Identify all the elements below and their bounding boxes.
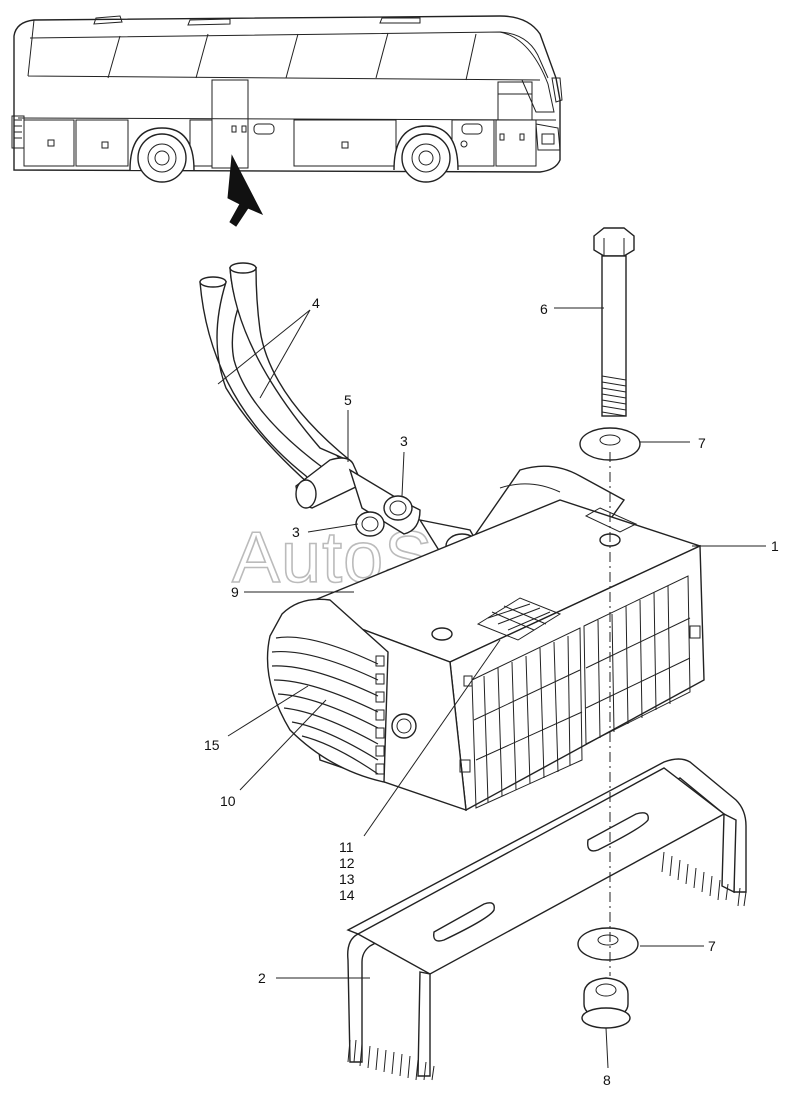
arrow-icon [227,154,264,227]
bus-illustration [11,15,563,183]
callout-12: 12 [339,855,355,871]
callout-7-upper: 7 [698,435,706,451]
mounting-bracket [346,758,747,1081]
callout-11: 11 [339,839,354,855]
callout-15: 15 [204,737,220,753]
callout-labels: 4 5 3 3 6 7 7 8 1 9 15 10 11 12 13 14 2 [204,295,779,1088]
callout-13: 13 [339,871,355,887]
bolt [593,227,635,417]
nut [581,977,631,1029]
callout-14: 14 [339,887,355,903]
callout-1: 1 [771,538,779,554]
washer-lower [577,927,639,961]
callout-4: 4 [312,295,320,311]
heater-unit [266,465,705,812]
leader-lines [217,307,766,1069]
callout-3-upper: 3 [400,433,408,449]
callout-8: 8 [603,1072,611,1088]
callout-9: 9 [231,584,239,600]
callout-3-lower: 3 [292,524,300,540]
callout-10: 10 [220,793,236,809]
callout-2: 2 [258,970,266,986]
callout-6: 6 [540,301,548,317]
callout-7-lower: 7 [708,938,716,954]
hoses [199,262,482,559]
callout-5: 5 [344,392,352,408]
